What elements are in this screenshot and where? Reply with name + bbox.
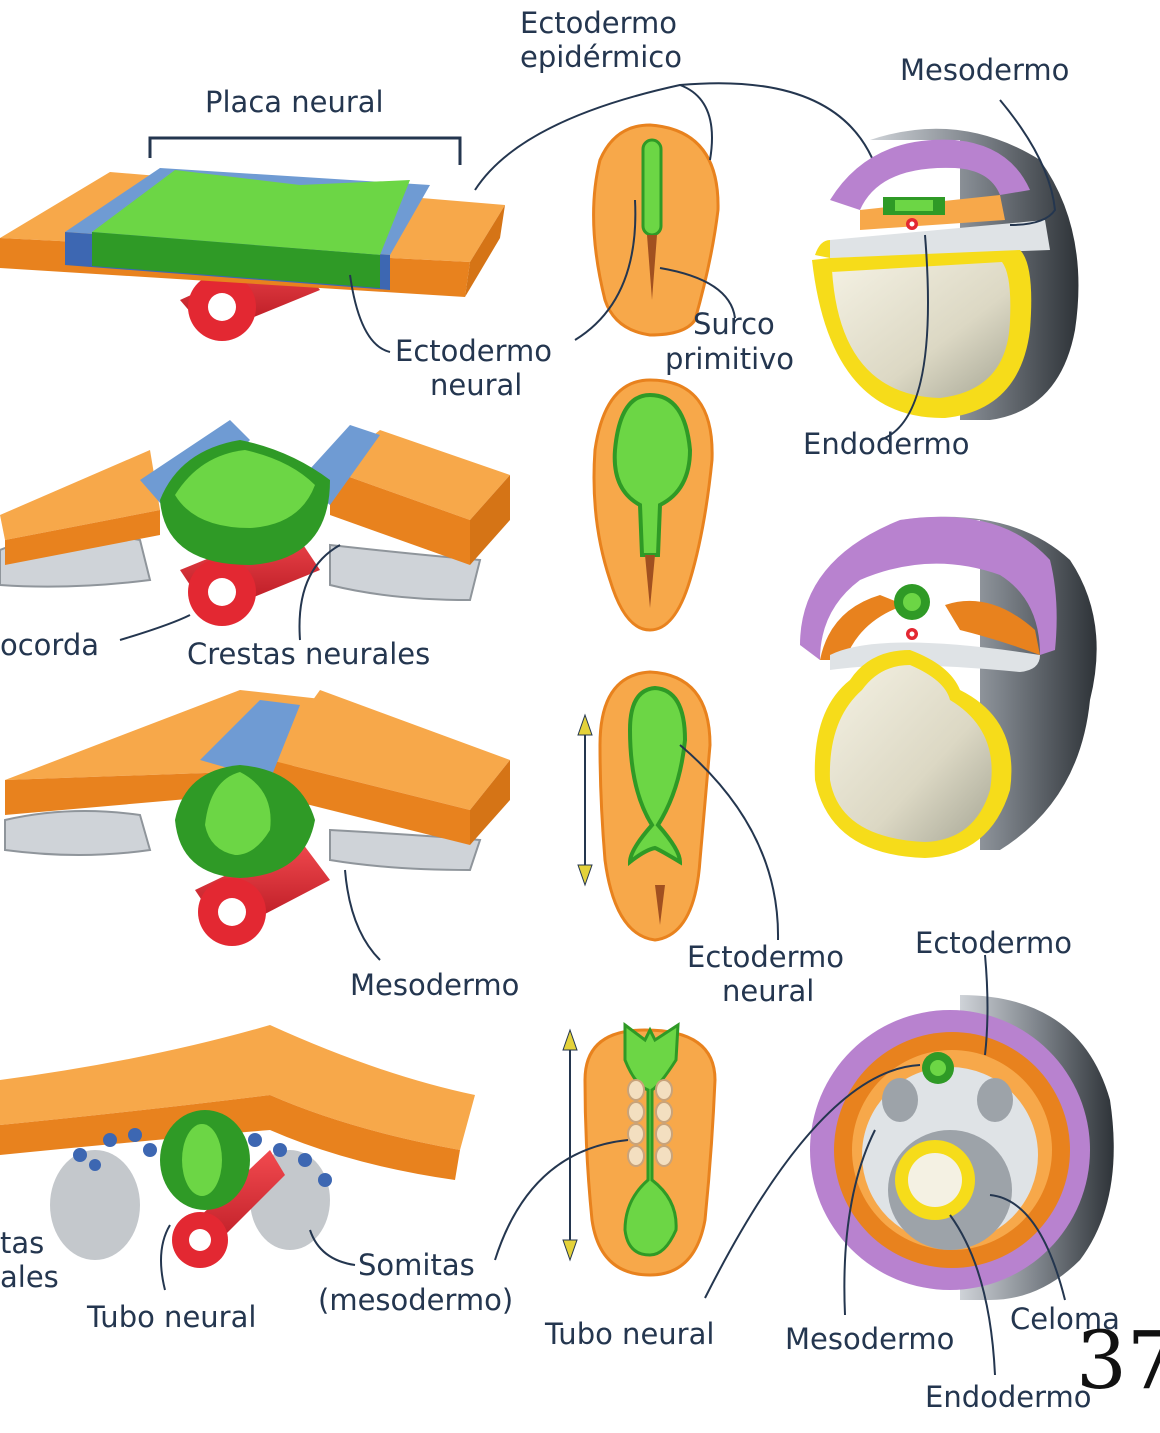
embryo-top-view-4 <box>583 1022 717 1277</box>
label-ectodermo-epidermico-1: Ectodermo <box>520 6 678 40</box>
label-mesodermo-mid: Mesodermo <box>350 968 520 1002</box>
label-surco-2: primitivo <box>665 342 795 376</box>
label-somitas-1: Somitas <box>358 1248 475 1282</box>
label-ectodermo-bottom: Ectodermo <box>915 926 1073 960</box>
label-endodermo-top: Endodermo <box>803 427 970 461</box>
label-placa-neural: Placa neural <box>205 85 384 119</box>
label-endodermo-bottom: Endodermo <box>925 1380 1092 1414</box>
cross-section-1 <box>812 128 1079 420</box>
label-ectodermo-neural-mid-2: neural <box>722 974 815 1008</box>
label-celoma: Celoma <box>1010 1302 1120 1336</box>
neural-plate-block <box>0 168 505 341</box>
label-ectodermo-neural-top-2: neural <box>430 368 523 402</box>
embryo-top-view-2 <box>592 378 714 632</box>
embryo-top-view-3 <box>598 670 712 942</box>
label-crestas-bottom-1: tas <box>0 1226 45 1260</box>
label-ectodermo-epidermico-2: epidérmico <box>520 40 682 74</box>
cross-section-2 <box>800 516 1097 858</box>
label-mesodermo-bottom: Mesodermo <box>785 1322 955 1356</box>
label-ectodermo-neural-mid-1: Ectodermo <box>687 940 845 974</box>
closing-tube-block <box>4 690 510 946</box>
neural-tube-block <box>0 1025 475 1268</box>
embryo-top-view-1 <box>592 123 720 337</box>
label-somitas-2: (mesodermo) <box>318 1283 514 1317</box>
cross-section-3 <box>810 995 1114 1300</box>
label-tubo-neural-center: Tubo neural <box>545 1317 715 1351</box>
placa-bracket <box>148 136 462 165</box>
label-notocorda: ocorda <box>0 628 100 662</box>
label-surco-1: Surco <box>693 307 775 341</box>
label-crestas-bottom-2: ales <box>0 1260 59 1294</box>
page-number: 37 <box>1076 1314 1160 1407</box>
label-ectodermo-neural-top-1: Ectodermo <box>395 334 553 368</box>
neural-folds-block <box>0 420 510 626</box>
label-tubo-neural-left: Tubo neural <box>87 1300 257 1334</box>
label-mesodermo-top: Mesodermo <box>900 53 1070 87</box>
label-crestas-neurales: Crestas neurales <box>187 637 431 671</box>
